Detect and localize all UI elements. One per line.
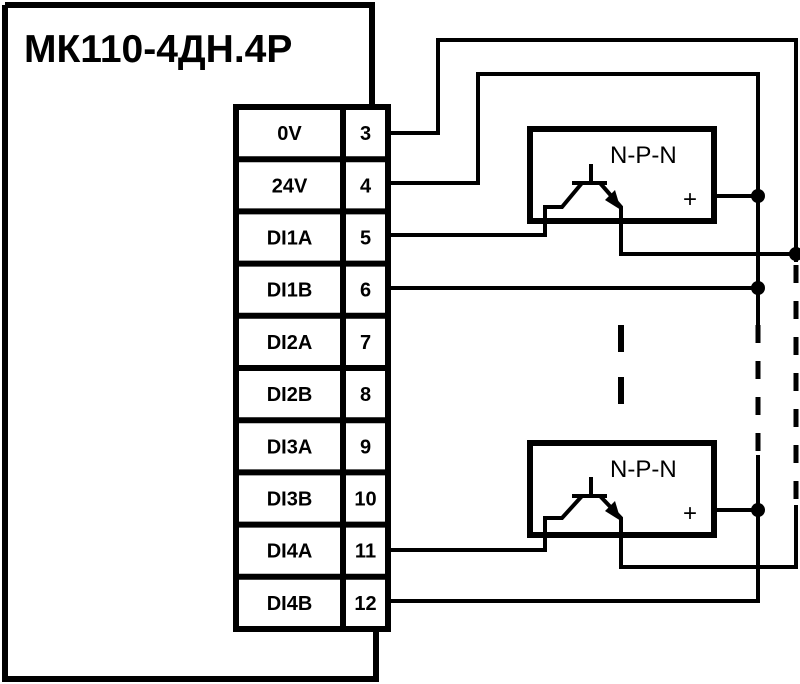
wire-sensor2-emitter [619,505,798,569]
junction-dot [751,281,765,295]
terminal-label: DI4B [267,593,313,615]
terminal-number[interactable]: 6 [360,280,371,302]
terminal-label: DI3B [267,489,313,511]
terminal-label: DI1B [267,280,313,302]
terminal-label: DI2B [267,384,313,406]
terminal-number[interactable]: 9 [360,436,371,458]
terminal-number[interactable]: 4 [360,175,372,197]
device-body [2,2,379,682]
terminal-number[interactable]: 7 [360,332,371,354]
terminal-number[interactable]: 3 [360,123,371,145]
sensor-2-plus: + [683,500,697,527]
terminal-number[interactable]: 12 [354,593,376,615]
ellipsis-dash [618,377,624,404]
wire-0v [388,38,798,252]
terminal-number[interactable]: 11 [355,541,376,563]
npn-transistor-icon [543,477,623,533]
terminal-number[interactable]: 10 [354,489,376,511]
terminal-number[interactable]: 8 [360,384,371,406]
terminal-label: DI4A [267,541,313,563]
sensor-2-type: N-P-N [610,456,677,483]
more-sensors-ellipsis [618,325,624,404]
emitter-arrow-icon [605,501,621,521]
junctions [751,189,800,517]
terminal-label: 0V [277,123,302,145]
terminal-label: DI1A [267,228,313,250]
terminal-label: DI2A [267,332,313,354]
ellipsis-dash [618,325,624,352]
terminal-number[interactable]: 5 [360,228,371,250]
npn-transistor-icon [543,164,623,220]
terminal-label: DI3A [267,436,313,458]
wire-24v [388,72,760,196]
emitter-arrow-icon [605,190,621,210]
sensor-2: N-P-N + [527,440,717,538]
device-title: МК110-4ДН.4Р [24,28,292,71]
junction-dot [789,247,800,261]
junction-dot [751,189,765,203]
sensor-1: N-P-N + [527,126,717,224]
dashed-buses [755,265,799,505]
sensor-1-plus: + [683,186,697,213]
terminal-label: 24V [272,175,308,197]
sensor-1-type: N-P-N [610,142,677,169]
junction-dot [751,503,765,517]
